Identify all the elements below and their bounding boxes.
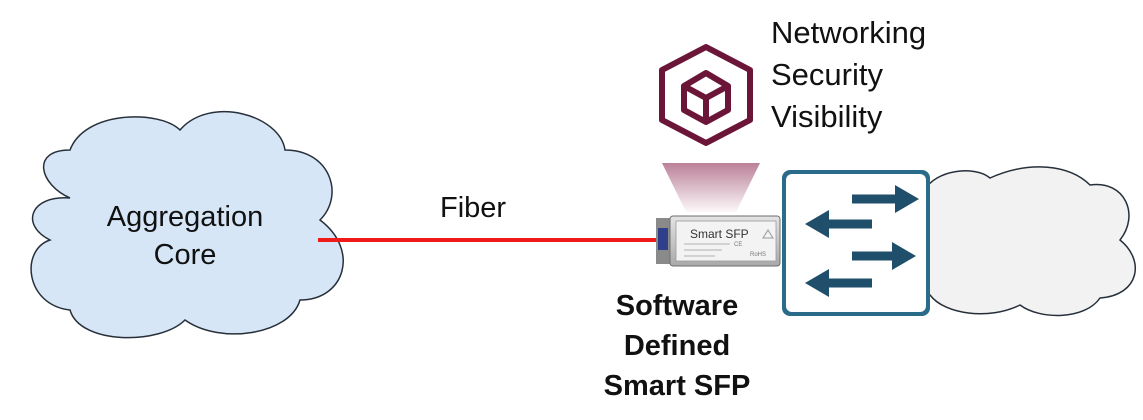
- cloud-label-line2: Core: [153, 239, 217, 271]
- module-cube-icon: [659, 44, 753, 146]
- feature-visibility: Visibility: [771, 99, 883, 134]
- fiber-label: Fiber: [440, 192, 507, 224]
- svg-text:RoHS: RoHS: [750, 252, 766, 258]
- cloud-label: Aggregation Core: [80, 198, 290, 274]
- sfp-caption-line3: Smart SFP: [603, 370, 751, 402]
- sfp-caption-line2: Defined: [623, 330, 731, 362]
- right-cloud: [924, 166, 1136, 317]
- svg-text:CE: CE: [734, 242, 742, 248]
- switch-arrows-icon: [782, 170, 930, 316]
- sfp-caption: Software Defined Smart SFP: [572, 286, 782, 406]
- sfp-label: Smart SFP: [690, 227, 749, 241]
- aggregation-core-cloud: [30, 110, 344, 339]
- smart-sfp-module: CE RoHS Smart SFP: [656, 215, 781, 267]
- sfp-caption-line1: Software: [615, 290, 739, 322]
- cloud-label-line1: Aggregation: [106, 201, 264, 233]
- beam: [662, 163, 760, 212]
- feature-networking: Networking: [771, 15, 927, 50]
- feature-security: Security: [771, 57, 883, 92]
- feature-list: Networking Security Visibility: [771, 12, 926, 138]
